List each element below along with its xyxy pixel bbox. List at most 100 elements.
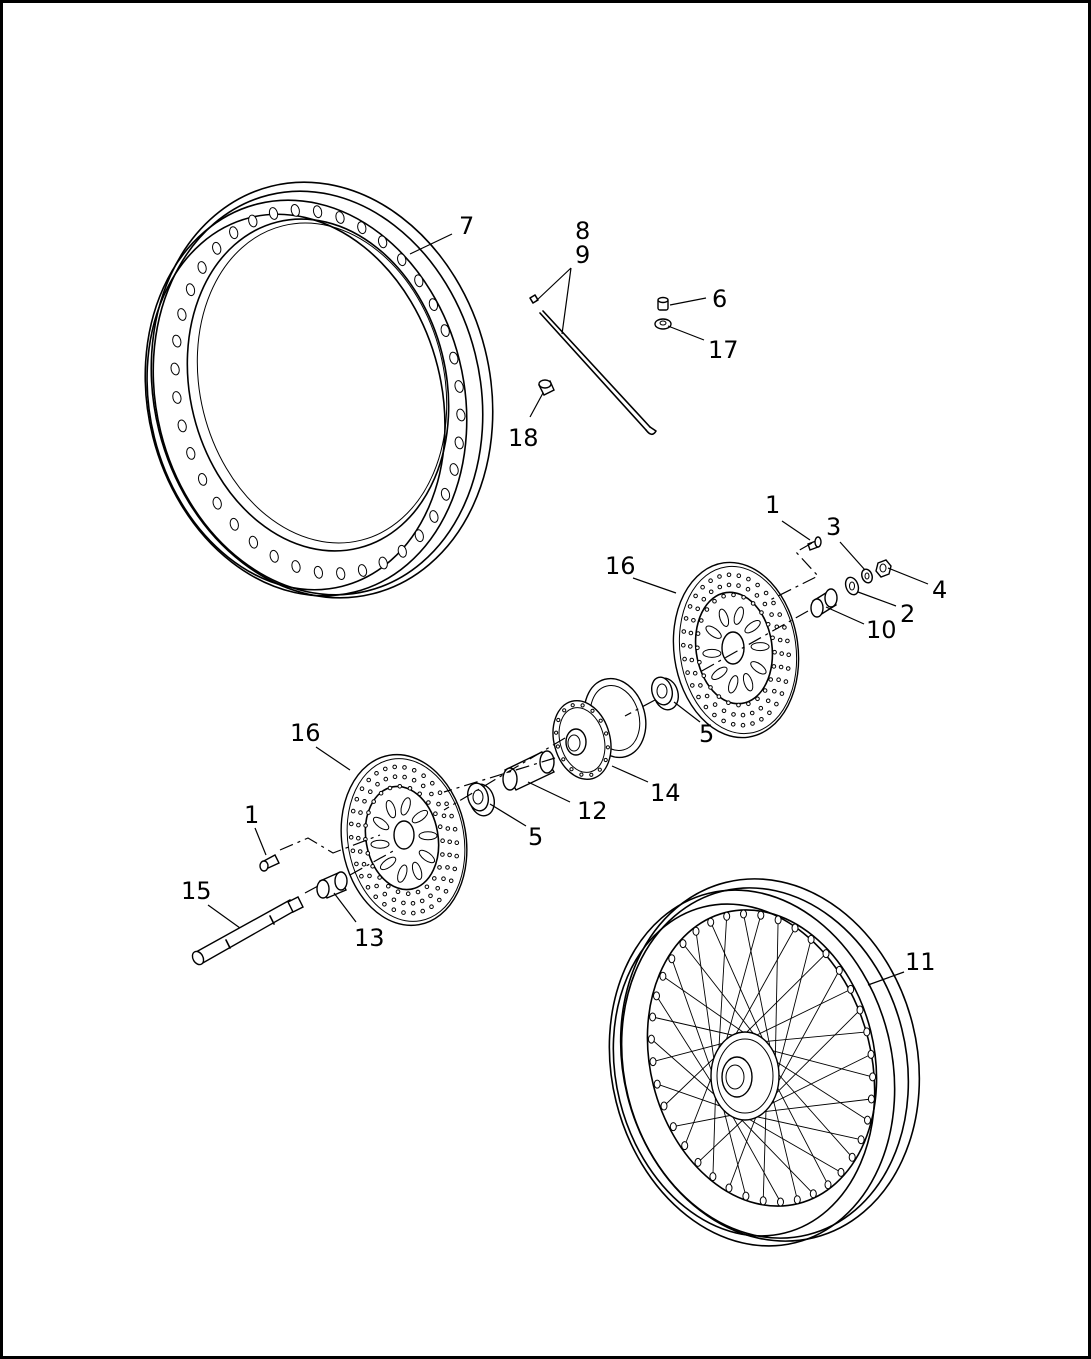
rim-spoke-hole — [454, 436, 464, 450]
rotor-drill-hole — [411, 777, 417, 783]
rotor-drill-hole — [370, 864, 375, 869]
rim-spoke-hole — [291, 560, 301, 573]
spoke-nipple — [857, 1135, 865, 1145]
rim-spoke-hole — [414, 274, 424, 288]
rim-spoke-hole — [248, 535, 259, 549]
hub-spoke-hole — [555, 744, 561, 749]
rim-spoke-hole — [229, 517, 239, 531]
wheel-spoke — [774, 1081, 829, 1185]
rotor-drill-hole — [763, 590, 769, 596]
wheel-spoke — [762, 1009, 861, 1108]
brake-rotor-left — [340, 753, 468, 927]
rotor-drill-hole — [437, 897, 442, 903]
wheel-spoke — [695, 931, 716, 1071]
hub-spoke-hole — [598, 718, 603, 723]
rotor-slot — [400, 797, 411, 816]
brake-rotor-right — [672, 561, 800, 739]
spoke-nipple — [774, 915, 782, 925]
rotor-drill-hole — [410, 901, 416, 906]
rotor-drill-hole — [356, 822, 361, 828]
wheel-spoke — [728, 1109, 760, 1189]
callout-14: 14 — [650, 779, 681, 807]
rotor-drill-hole — [432, 876, 437, 881]
hub-spoke-hole — [590, 708, 595, 713]
rotor-drill-hole — [741, 595, 746, 600]
rotor-drill-hole — [407, 786, 413, 791]
spoke-nipple — [837, 1167, 845, 1177]
rotor-drill-hole — [454, 840, 460, 846]
wheel-spoke — [682, 943, 763, 1046]
rotor-drill-hole — [424, 884, 430, 890]
wheel-hub — [552, 677, 647, 781]
spoke-nipple — [867, 1094, 875, 1104]
rim-spoke-hole — [397, 253, 407, 267]
rim-spoke-hole — [172, 391, 182, 404]
rotor-drill-hole — [688, 630, 694, 636]
hub-spoke-hole — [589, 772, 594, 777]
wheel-spoke — [768, 970, 840, 1099]
rim-spoke-hole — [429, 510, 439, 523]
rotor-drill-hole — [770, 635, 775, 641]
rotor-drill-hole — [361, 861, 367, 867]
rotor-drill-hole — [419, 898, 425, 904]
rotor-drill-hole — [415, 889, 421, 895]
rotor-drill-hole — [687, 604, 693, 609]
rotor-drill-hole — [704, 693, 710, 699]
rim-spoke-hole — [313, 565, 324, 579]
rotor-slot — [411, 861, 423, 881]
callout-8: 8 — [575, 217, 590, 245]
wheel-spoke — [731, 927, 796, 1043]
hub-spoke-hole — [605, 745, 611, 750]
spoke-nipple — [653, 1079, 661, 1089]
rotor-drill-hole — [692, 670, 698, 676]
callout-18: 18 — [508, 424, 539, 452]
rotor-drill-hole — [443, 889, 449, 894]
rotor-drill-hole — [359, 786, 365, 792]
axle-part-15 — [191, 896, 304, 966]
spoke-nipple — [723, 911, 731, 921]
spoke-nipple — [791, 923, 799, 933]
rim-spoke-hole — [185, 283, 196, 297]
rotor-drill-hole — [755, 696, 760, 702]
rotor-drill-hole — [708, 589, 714, 595]
rotor-drill-hole — [736, 583, 741, 588]
callout-labels: 7 8 9 6 17 18 1 3 4 2 10 16 5 14 12 16 5… — [181, 212, 947, 976]
rotor-drill-hole — [428, 893, 433, 899]
rotor-drill-hole — [772, 688, 777, 694]
rim-spoke-hole — [197, 472, 208, 486]
rim-spoke-hole — [449, 463, 459, 476]
rotor-drill-hole — [362, 799, 367, 804]
washer-part-17 — [654, 318, 672, 330]
rotor-slot — [411, 809, 429, 824]
rotor-drill-hole — [726, 572, 732, 578]
callout-6: 6 — [712, 285, 727, 313]
rim-spoke-hole — [248, 214, 258, 228]
callout-1-right: 1 — [765, 491, 780, 519]
rotor-drill-hole — [392, 774, 398, 780]
rotor-drill-hole — [357, 849, 363, 854]
rotor-drill-hole — [700, 584, 705, 590]
rotor-drill-hole — [685, 670, 690, 675]
rotor-drill-hole — [358, 810, 363, 815]
rotor-drill-hole — [731, 592, 736, 598]
rotor-drill-hole — [778, 664, 784, 670]
rotor-drill-hole — [774, 701, 779, 707]
rotor-drill-hole — [447, 852, 452, 858]
rotor-drill-hole — [771, 600, 776, 606]
spoke-nipple — [709, 1172, 717, 1182]
rotor-drill-hole — [726, 582, 732, 588]
rim-spoke-hole — [336, 567, 346, 581]
spoke-nipple — [835, 965, 843, 975]
wheel-spoke — [652, 1016, 746, 1039]
rotor-drill-hole — [695, 645, 700, 651]
rotor-drill-hole — [387, 785, 393, 791]
rim-spoke-hole — [456, 408, 466, 422]
spoke-nipple — [742, 1191, 750, 1201]
rotor-drill-hole — [704, 607, 710, 612]
rotor-drill-hole — [382, 902, 387, 907]
rotor-drill-hole — [366, 810, 371, 815]
rim-spoke-hole — [212, 496, 222, 510]
rotor-drill-hole — [429, 904, 434, 910]
bearing-right — [650, 676, 680, 711]
